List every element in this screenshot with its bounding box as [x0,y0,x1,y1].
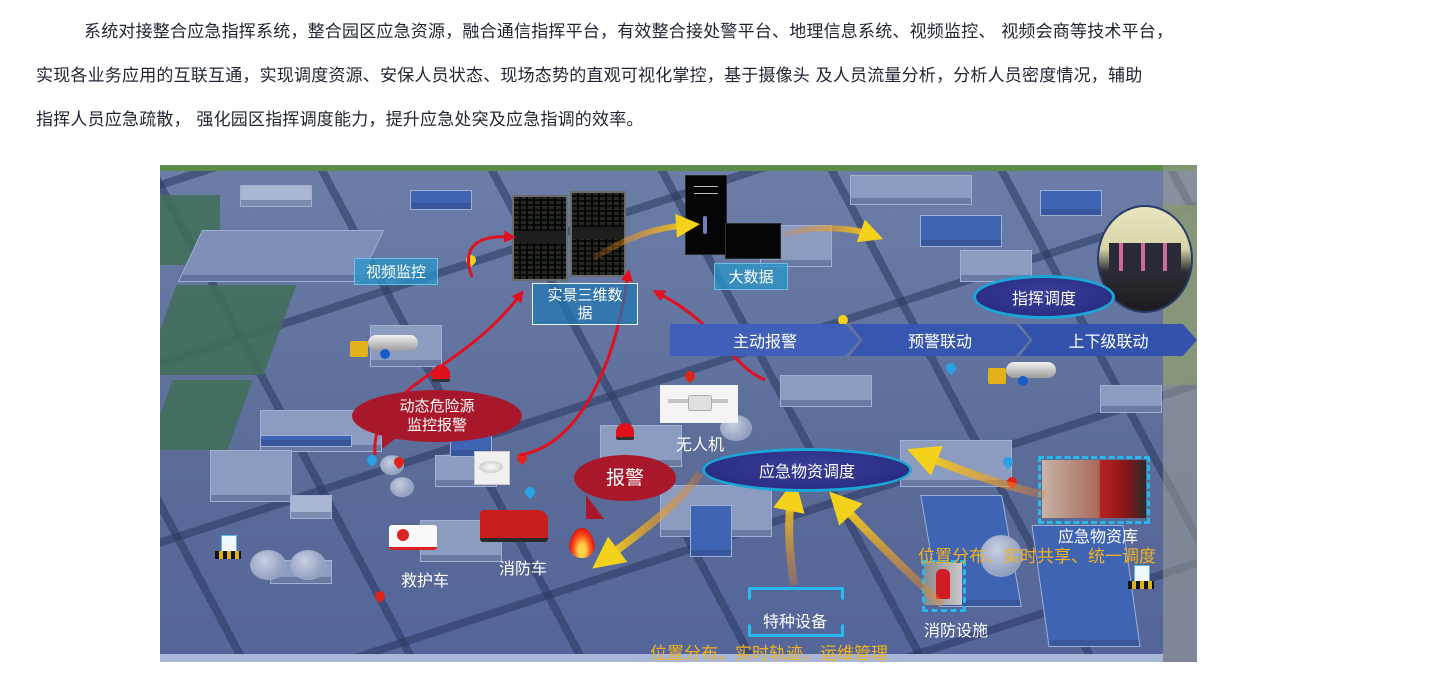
label-fire-truck: 消防车 [499,559,548,578]
hazard-alarm-bubble: 动态危险源 监控报警 [352,390,522,442]
storage-tank [980,535,1022,577]
server-cabinet-icon [570,191,626,277]
equipment-caption: 位置分布、实时轨迹、运维管理 [650,644,888,662]
tanker-truck-icon [350,333,420,359]
process-step-active-alarm: 主动报警 [670,324,860,356]
smoke-detector-photo [474,451,510,485]
label-fire-facilities: 消防设施 [924,621,989,640]
storage-tank [290,550,326,580]
process-step-label: 上下级联动 [1068,332,1149,351]
fire-icon [569,528,595,558]
label-realscene-3d-data: 实景三维数 据 [532,283,638,325]
tanker-truck-icon [988,360,1058,386]
label-realscene-3d-line1: 实景三维数 [547,286,623,304]
building [290,495,332,519]
drone-photo [660,385,738,423]
label-realscene-3d-line2: 据 [577,304,593,322]
emergency-supply-dispatch-label: 应急物资调度 [758,462,855,481]
alarm-siren-icon [432,365,450,382]
paragraph-line-1: 系统对接整合应急指挥系统，整合园区应急资源，融合通信指挥平台，有效整合接处警平台… [84,22,1174,42]
building [780,375,872,407]
command-dispatch-node: 指挥调度 [973,275,1115,319]
big-data-panel-icon [725,223,781,259]
warehouse-caption: 位置分布、实时共享、统一调度 [918,547,1156,567]
building [240,185,312,207]
hazard-alarm-bubble-tail [382,435,400,449]
fire-truck-icon [480,510,548,542]
patrol-robot-icon [1128,565,1154,593]
emergency-command-diagram: 视频监控 实景三维数 据 大数据 指挥调度 主动报警 预警联动 上下级联动 动态… [160,165,1197,662]
ambulance-icon [389,525,437,550]
process-step-label: 主动报警 [732,332,797,351]
label-big-data: 大数据 [714,263,788,290]
paragraph-line-2: 实现各业务应用的互联互通，实现调度资源、安保人员状态、现场态势的直观可视化掌控，… [36,66,1143,86]
label-drone: 无人机 [676,435,725,454]
building [410,190,472,210]
building [260,435,352,447]
storage-tank [390,477,414,497]
fire-facility-frame [922,560,966,612]
label-video-monitoring: 视频监控 [354,258,438,285]
hazard-alarm-line2: 监控报警 [406,416,467,434]
building [1100,385,1162,413]
process-step-warning-linkage: 预警联动 [850,324,1030,356]
server-cabinet-icon [512,195,568,281]
big-data-screen-icon [685,175,727,255]
building [920,215,1002,247]
process-step-hierarchy-linkage: 上下级联动 [1020,324,1197,356]
paragraph-line-3: 指挥人员应急疏散， 强化园区指挥调度能力，提升应急处突及应急指调的效率。 [36,110,644,130]
building [210,450,292,502]
alarm-bubble: 报警 [574,455,676,501]
command-dispatch-label: 指挥调度 [1011,289,1076,308]
warehouse-highlight-frame [1038,456,1150,524]
hazard-alarm-line1: 动态危险源 [399,397,475,415]
alarm-bubble-tail [586,495,604,519]
emergency-supply-dispatch-node: 应急物资调度 [702,448,912,492]
alarm-siren-icon [616,423,634,440]
building [690,505,732,557]
building [900,440,1012,487]
label-special-equipment: 特种设备 [763,612,828,631]
process-step-label: 预警联动 [907,332,972,351]
image-bottom-band [160,654,1163,662]
intro-paragraph: 系统对接整合应急指挥系统，整合园区应急资源，融合通信指挥平台，有效整合接处警平台… [36,10,1406,142]
emergency-warehouse-photo [1042,460,1146,518]
label-emergency-warehouse: 应急物资库 [1058,527,1139,546]
building [850,175,972,205]
alarm-label: 报警 [605,466,644,489]
building [1040,190,1102,216]
patrol-robot-icon [215,535,241,563]
storage-tank [250,550,286,580]
label-ambulance: 救护车 [401,571,450,590]
